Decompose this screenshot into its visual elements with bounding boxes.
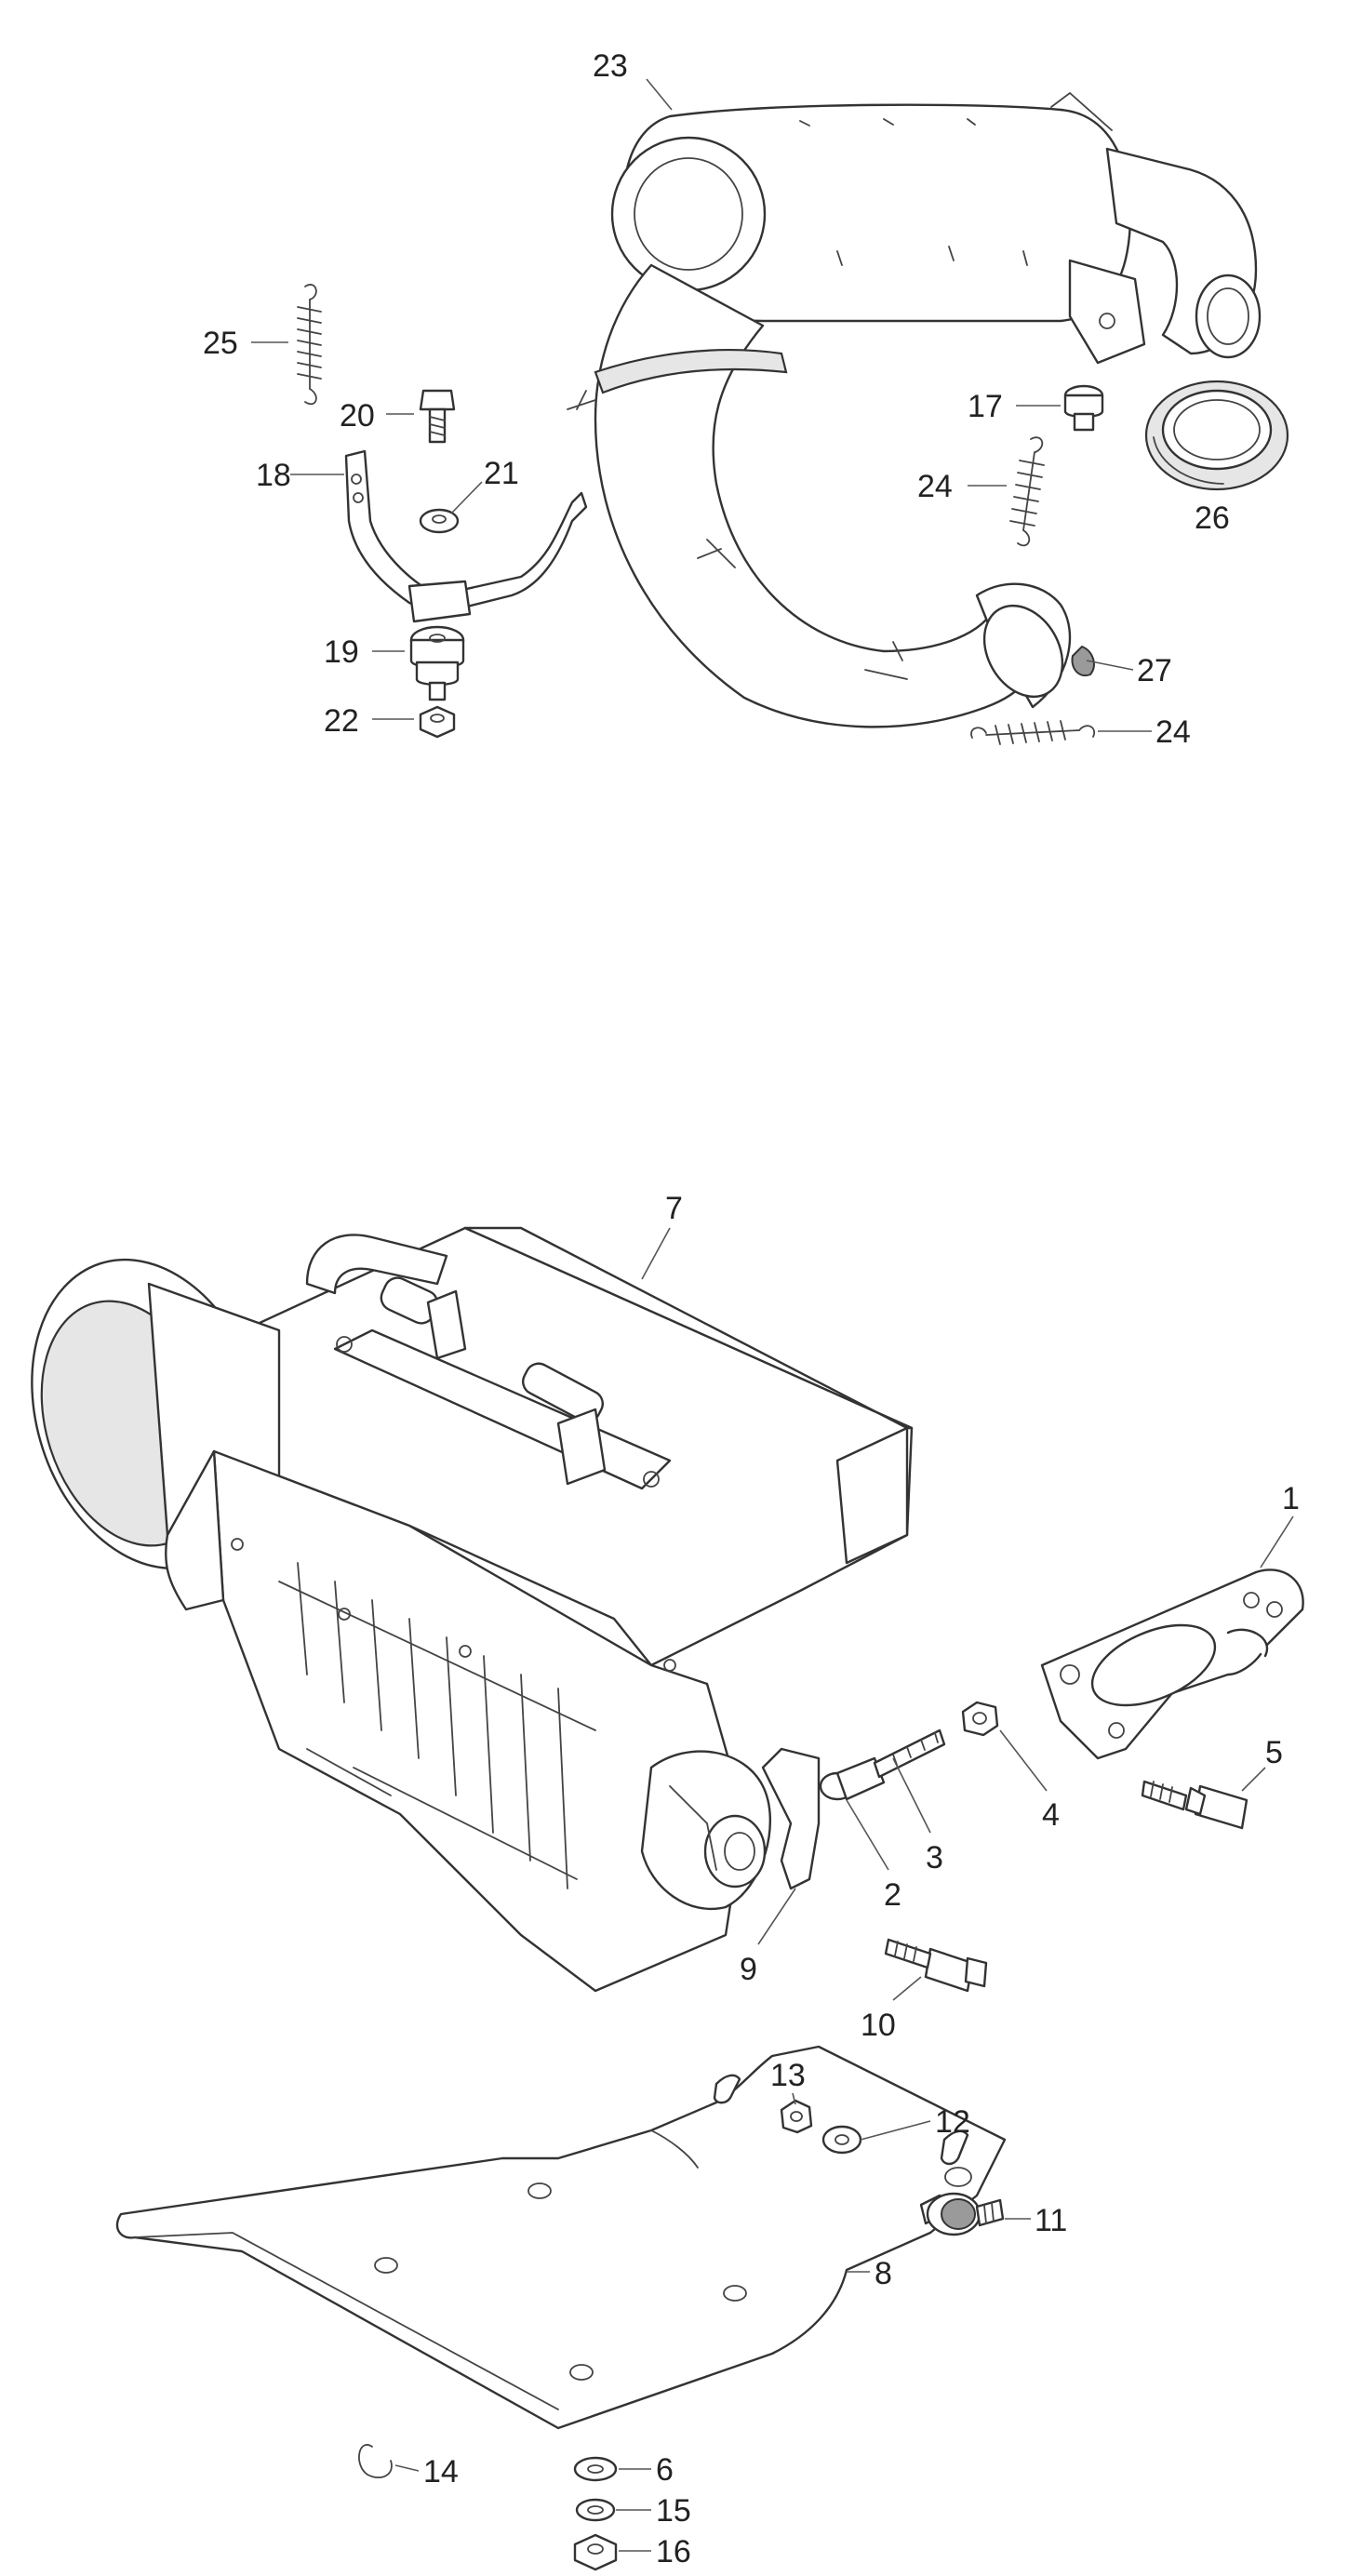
nut-16	[573, 2533, 618, 2571]
washer-15	[575, 2498, 616, 2522]
spring-bottom	[970, 720, 1096, 745]
plug	[1071, 645, 1095, 677]
rubber-cap	[1063, 384, 1104, 432]
callout-16: 16	[656, 2534, 691, 2569]
callout-26: 26	[1195, 501, 1230, 536]
callout-labels: 23 25 20 18 21 19 22 17 24 26 27 24 7 1 …	[203, 48, 1300, 2569]
base-plate	[115, 2045, 1007, 2430]
callout-12: 12	[935, 2104, 970, 2140]
bolt-top	[419, 389, 456, 444]
callout-3: 3	[926, 1840, 943, 1875]
callout-24-bottom: 24	[1155, 714, 1191, 750]
bolt-plate	[1141, 1780, 1248, 1830]
callout-21: 21	[484, 456, 519, 491]
callout-10: 10	[861, 2008, 896, 2043]
mount-bracket	[761, 1747, 821, 1890]
callout-8: 8	[875, 2256, 892, 2291]
callout-5: 5	[1265, 1735, 1283, 1770]
exhaust-assembly	[297, 91, 1289, 745]
callout-22: 22	[324, 703, 359, 739]
muffler	[610, 91, 1262, 365]
washer-top	[419, 508, 460, 534]
callout-4: 4	[1042, 1797, 1060, 1833]
callout-2: 2	[884, 1877, 901, 1913]
callout-24-top: 24	[917, 469, 953, 504]
callout-25: 25	[203, 326, 238, 361]
spring-left	[297, 284, 322, 406]
callout-9: 9	[740, 1952, 757, 1987]
washer-6	[573, 2456, 618, 2482]
callout-6: 6	[656, 2452, 674, 2488]
callout-19: 19	[324, 634, 359, 670]
ring-seal	[1144, 380, 1289, 491]
callout-14: 14	[423, 2454, 459, 2489]
callout-20: 20	[340, 398, 375, 434]
callout-23: 23	[593, 48, 628, 84]
exhaust-pipe	[567, 263, 1072, 728]
callout-27: 27	[1137, 653, 1172, 688]
callout-1: 1	[1282, 1481, 1300, 1516]
callout-11: 11	[1035, 2203, 1067, 2238]
engine-mount-plate	[1040, 1568, 1304, 1760]
spring-right	[1009, 436, 1045, 547]
nut-top	[419, 705, 456, 739]
retaining-clip	[358, 2444, 393, 2479]
rubber-mount-stud	[919, 2192, 1005, 2236]
callout-13: 13	[770, 2058, 806, 2093]
leader-lines	[251, 78, 1294, 2552]
nut-washer-plate	[780, 2099, 862, 2155]
callout-18: 18	[256, 458, 291, 493]
engine-assembly	[31, 1226, 1304, 2571]
muffler-bracket	[344, 449, 588, 623]
bolt-lower	[884, 1938, 988, 1993]
rubber-mount	[409, 625, 465, 701]
callout-7: 7	[665, 1191, 683, 1226]
callout-17: 17	[968, 389, 1003, 424]
nut-middle	[961, 1701, 999, 1737]
callout-15: 15	[656, 2493, 691, 2529]
spacer-bolt	[819, 1728, 946, 1801]
engine	[31, 1226, 914, 1993]
